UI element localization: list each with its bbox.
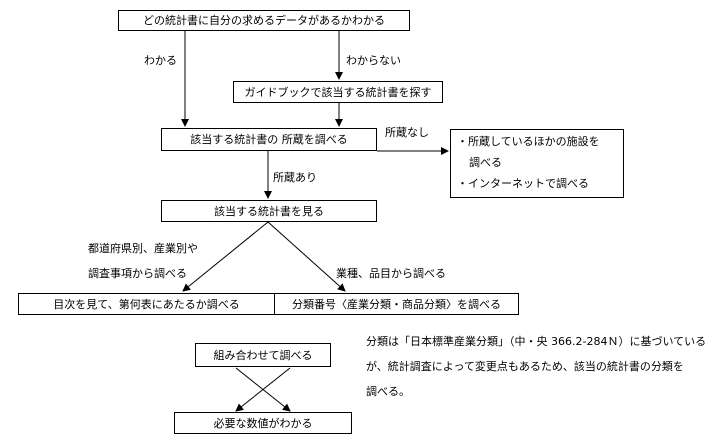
note-line2: が、統計調査によって変更点もあるため、該当の統計書の分類を [366, 360, 684, 373]
label-not-held: 所蔵なし [385, 126, 429, 139]
guidebook-box-text: ガイドブックで該当する統計書を探す [244, 85, 432, 99]
toc-box: 目次を見て、第何表にあたるか調べる [18, 293, 275, 315]
other-facility-box: ・所蔵しているほかの施設を 調べる ・インターネットで調べる [450, 129, 624, 198]
note-line3: 調べる。 [366, 385, 410, 398]
arrow-cross-right [235, 367, 291, 412]
label-by-industry: 業種、品目から調べる [336, 267, 446, 280]
arrow-view-to-class [267, 221, 346, 292]
label-by-region-1: 都道府県別、産業別や [88, 242, 198, 255]
arrow-view-to-toc [182, 221, 269, 292]
result-box: 必要な数値がわかる [174, 412, 352, 434]
start-box: どの統計書に自分の求めるデータがあるかわかる [118, 10, 410, 31]
note-line1: 分類は「日本標準産業分類」（中・央 366.2-284Ｎ）に基づいている [366, 335, 706, 348]
other-facility-line2: 調べる [469, 156, 502, 169]
label-by-region-2: 調査事項から調べる [88, 267, 187, 280]
view-book-box-text: 該当する統計書を見る [214, 204, 324, 218]
internet-text: ・インターネットで調べる [457, 177, 589, 190]
check-holding-box: 該当する統計書の 所蔵を調べる [161, 128, 377, 151]
label-held: 所蔵あり [273, 171, 317, 184]
classification-box-text: 分類番号〈産業分類・商品分類〉を調べる [292, 297, 501, 311]
classification-box: 分類番号〈産業分類・商品分類〉を調べる [274, 293, 519, 315]
view-book-box: 該当する統計書を見る [161, 200, 377, 222]
start-box-text: どの統計書に自分の求めるデータがあるかわかる [143, 14, 385, 27]
other-facility-line1: ・所蔵しているほかの施設を [457, 135, 600, 148]
label-known: わかる [144, 54, 177, 67]
result-box-text: 必要な数値がわかる [213, 416, 313, 430]
combine-box-text: 組み合わせて調べる [213, 348, 313, 362]
toc-box-text: 目次を見て、第何表にあたるか調べる [53, 297, 240, 311]
check-holding-box-text: 該当する統計書の 所蔵を調べる [190, 133, 348, 146]
combine-box: 組み合わせて調べる [195, 343, 331, 367]
label-unknown: わからない [346, 54, 401, 67]
guidebook-box: ガイドブックで該当する統計書を探す [233, 81, 443, 103]
